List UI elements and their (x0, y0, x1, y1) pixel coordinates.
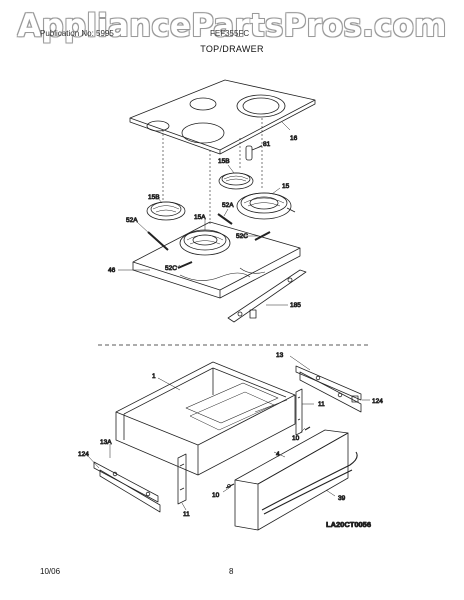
drawer-slide-left (93, 461, 161, 513)
callout-39: 39 (338, 495, 346, 502)
projection-lines (162, 118, 263, 225)
callout-13a: 13A (100, 439, 112, 446)
callout-11-right: 11 (318, 401, 325, 408)
footer-date: 10/06 (40, 567, 61, 576)
callout-124-left: 124 (78, 451, 89, 458)
callout-1: 1 (152, 373, 156, 380)
callout-185: 185 (290, 302, 301, 309)
drawer-front-panel (234, 429, 349, 531)
element-brackets (147, 213, 271, 269)
drawer-bracket-right (295, 388, 303, 436)
drawer-handle (261, 451, 358, 515)
callout-52c-right: 52C (236, 233, 248, 240)
side-rail (227, 269, 307, 323)
screw-left (225, 483, 235, 489)
limit-switch (245, 145, 263, 161)
publication-number: Publication No: 5995 (40, 29, 114, 38)
callout-13: 13 (276, 352, 284, 359)
drawer-bracket-left (177, 453, 187, 505)
page-title: TOP/DRAWER (200, 44, 264, 54)
burner-box-frame (132, 221, 301, 299)
callout-15b-rear: 15B (218, 158, 230, 165)
surface-element-rear-left (218, 172, 254, 190)
callout-81: 81 (263, 141, 271, 148)
surface-element-left (146, 201, 186, 221)
callout-16: 16 (290, 135, 298, 142)
drawing-code: LA20CT0056 (326, 520, 371, 529)
drawer-slide-right (295, 365, 362, 413)
surface-element-right (236, 192, 296, 220)
callout-52a-left: 52A (126, 217, 138, 224)
callout-15: 15 (282, 183, 290, 190)
callout-4: 4 (276, 451, 280, 458)
leader-lines-bottom (87, 355, 370, 511)
callout-10-right: 10 (292, 435, 300, 442)
callout-11-left: 11 (183, 511, 190, 518)
callout-15a: 15A (194, 214, 206, 221)
surface-element-center (179, 229, 231, 256)
screw-right (304, 426, 311, 431)
callout-46: 46 (108, 267, 116, 274)
drawer-body (115, 361, 296, 476)
model-number: FEF355FC (210, 29, 250, 38)
watermark-logo: AppliancePartsPros.com (17, 8, 447, 44)
footer-page-number: 8 (229, 567, 234, 576)
callout-10-left: 10 (212, 492, 220, 499)
glass-cooktop (129, 79, 316, 155)
callout-124-right: 124 (372, 398, 383, 405)
callout-52a-mid: 52A (222, 202, 234, 209)
callout-52c-front: 52C (165, 265, 177, 272)
leader-lines-top (118, 121, 291, 306)
callout-15b-left: 15B (148, 194, 160, 201)
